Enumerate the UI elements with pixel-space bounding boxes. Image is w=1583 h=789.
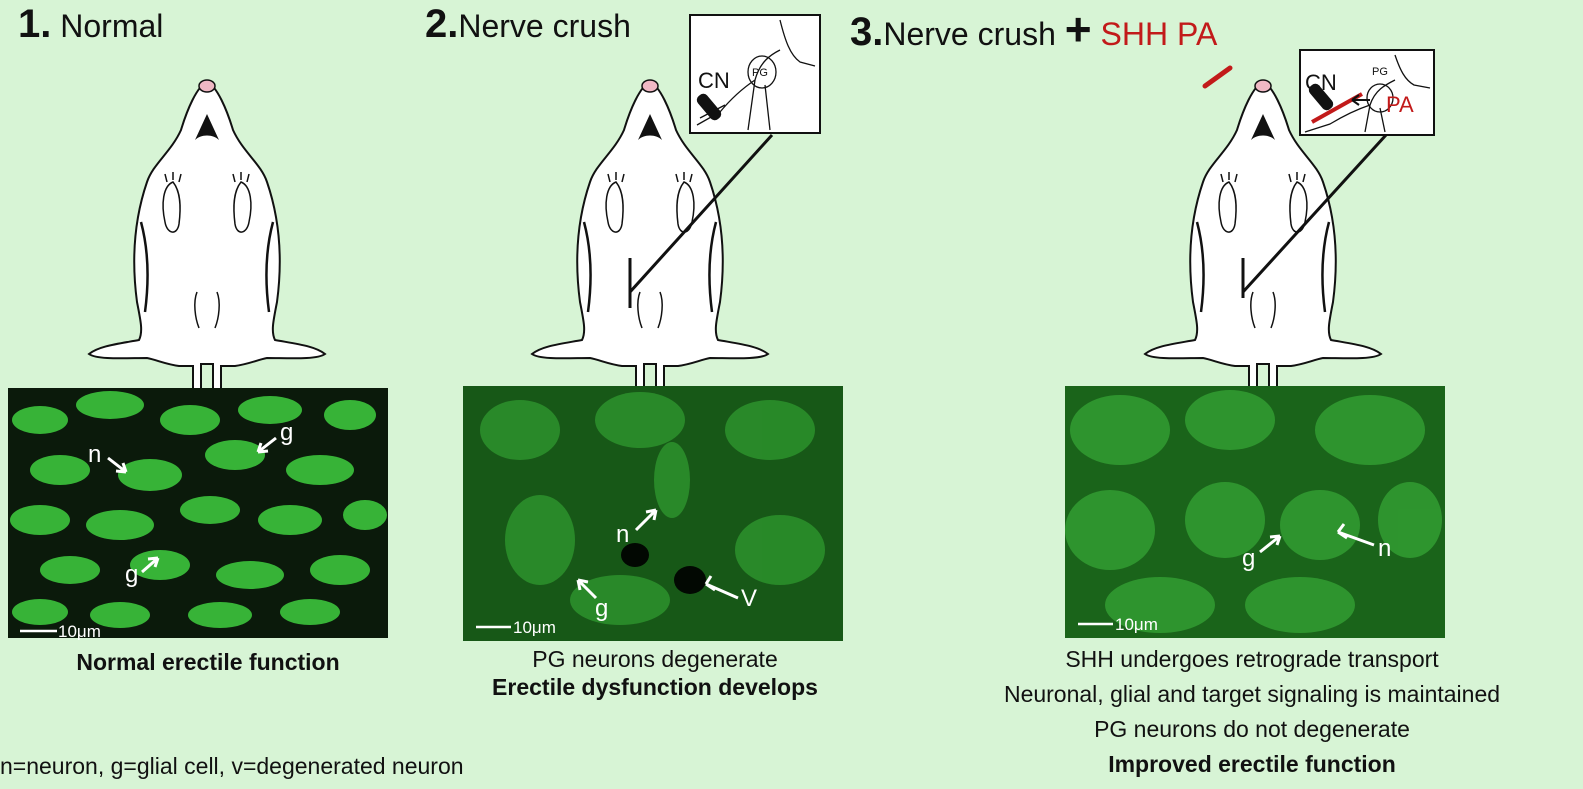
panel-1-number: 1.	[18, 2, 52, 46]
micro-2-degenerated-label: V	[741, 585, 757, 612]
panel-3-treatment: SHH PA	[1100, 16, 1218, 52]
micro-3-glial-label: g	[1242, 545, 1255, 572]
micro-1-glial-label-2: g	[125, 561, 138, 588]
panel-3-caption-line-2: Neuronal, glial and target signaling is …	[1003, 681, 1501, 707]
panel-1-title: 1. Normal	[18, 2, 163, 47]
panel-3-title: 3.Nerve crush + SHH PA	[850, 2, 1217, 56]
micro-2-glial-label: g	[595, 595, 608, 622]
panel-2-cn-label: CN	[698, 68, 730, 93]
panel-3-number: 3.	[850, 10, 884, 54]
panel-2-inset: CN PG	[628, 14, 821, 308]
micrograph-1: n g g 10μm	[8, 388, 388, 641]
micro-1-neuron-label: n	[88, 441, 101, 468]
panel-3-title-text: Nerve crush	[883, 16, 1056, 52]
panel-1-caption: Normal erectile function	[8, 649, 408, 676]
panel-3-caption-line-3: PG neurons do not degenerate	[1094, 716, 1410, 742]
micro-3-scale: 10μm	[1115, 615, 1158, 634]
micrograph-2: n g V 10μm	[463, 386, 843, 641]
panel-2-caption-line-1: PG neurons degenerate	[532, 646, 778, 672]
micro-1-glial-label: g	[280, 419, 293, 446]
panel-3-inset: CN PG PA	[1241, 49, 1435, 298]
panel-2-caption: PG neurons degenerate Erectile dysfuncti…	[440, 645, 870, 701]
pa-strand-icon	[1202, 65, 1233, 89]
micro-2-neuron-label: n	[616, 521, 629, 548]
panel-3-cn-label: CN	[1305, 70, 1337, 95]
panel-3-pg-label: PG	[1372, 66, 1388, 78]
legend: n=neuron, g=glial cell, v=degenerated ne…	[0, 753, 464, 779]
micro-3-neuron-label: n	[1378, 535, 1391, 562]
panel-3-caption: SHH undergoes retrograde transport Neuro…	[922, 642, 1582, 782]
mouse-normal	[87, 78, 327, 408]
panel-1-caption-line-1: Normal erectile function	[76, 649, 340, 675]
panel-3-pa-label: PA	[1386, 92, 1414, 117]
panel-2-number: 2.	[425, 2, 459, 46]
panel-1-title-text: Normal	[60, 8, 164, 44]
micrograph-3: g n 10μm	[1065, 386, 1445, 638]
micro-1-scale: 10μm	[58, 622, 101, 641]
panel-2-title: 2.Nerve crush	[425, 2, 631, 47]
plus-sign: +	[1064, 3, 1092, 55]
panel-2-pg-label: PG	[752, 67, 768, 79]
panel-2-caption-line-2: Erectile dysfunction develops	[492, 674, 818, 700]
micro-2-scale: 10μm	[513, 618, 556, 637]
panel-2-title-text: Nerve crush	[458, 8, 631, 44]
panel-3-caption-line-1: SHH undergoes retrograde transport	[1065, 646, 1439, 672]
panel-3-caption-line-4: Improved erectile function	[1108, 751, 1396, 777]
